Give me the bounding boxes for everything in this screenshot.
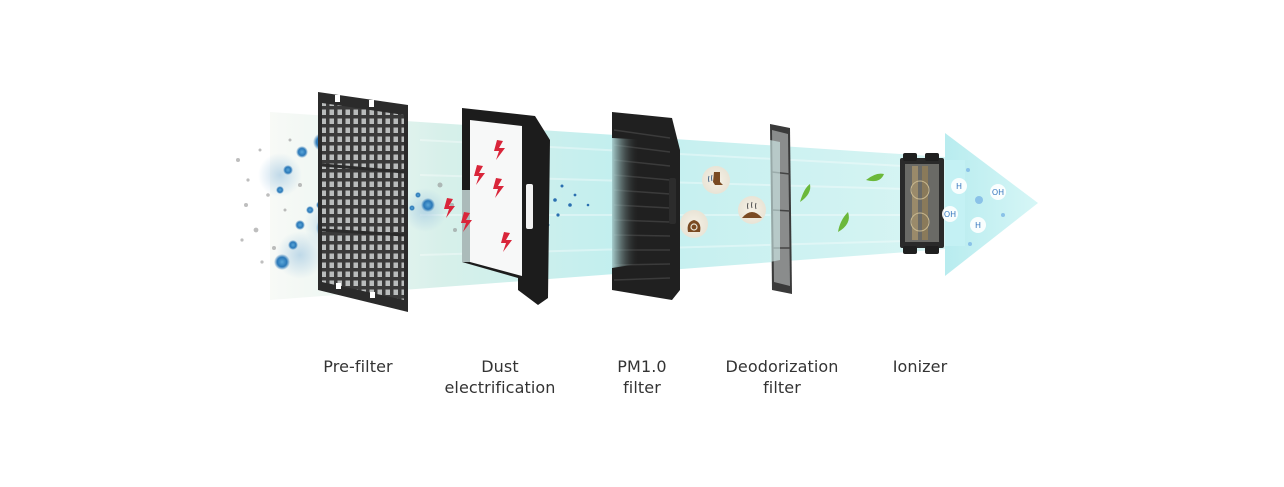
label-pm10-filter: PM1.0 filter	[617, 357, 667, 397]
label-deodorization-filter: Deodorization filter	[725, 357, 839, 397]
pm10-filter-icon	[612, 112, 680, 300]
food-odor-icon	[738, 196, 766, 224]
lightning-bolt-icon	[444, 140, 512, 252]
svg-text:H: H	[956, 182, 962, 191]
ion-icons: H OH OH H	[942, 168, 1006, 246]
leaf-icon	[800, 173, 884, 232]
odor-icons	[680, 166, 766, 238]
dust-electrification-icon	[444, 108, 550, 305]
pre-filter-icon	[318, 92, 408, 312]
svg-text:H: H	[975, 221, 981, 230]
svg-text:OH: OH	[992, 188, 1004, 197]
label-dust-electrification: Dust electrification	[444, 357, 556, 397]
svg-text:OH: OH	[944, 210, 956, 219]
label-pre-filter: Pre-filter	[323, 357, 393, 376]
deodorization-filter-icon	[770, 124, 792, 294]
ionizer-icon	[900, 153, 944, 254]
label-ionizer: Ionizer	[892, 357, 948, 376]
